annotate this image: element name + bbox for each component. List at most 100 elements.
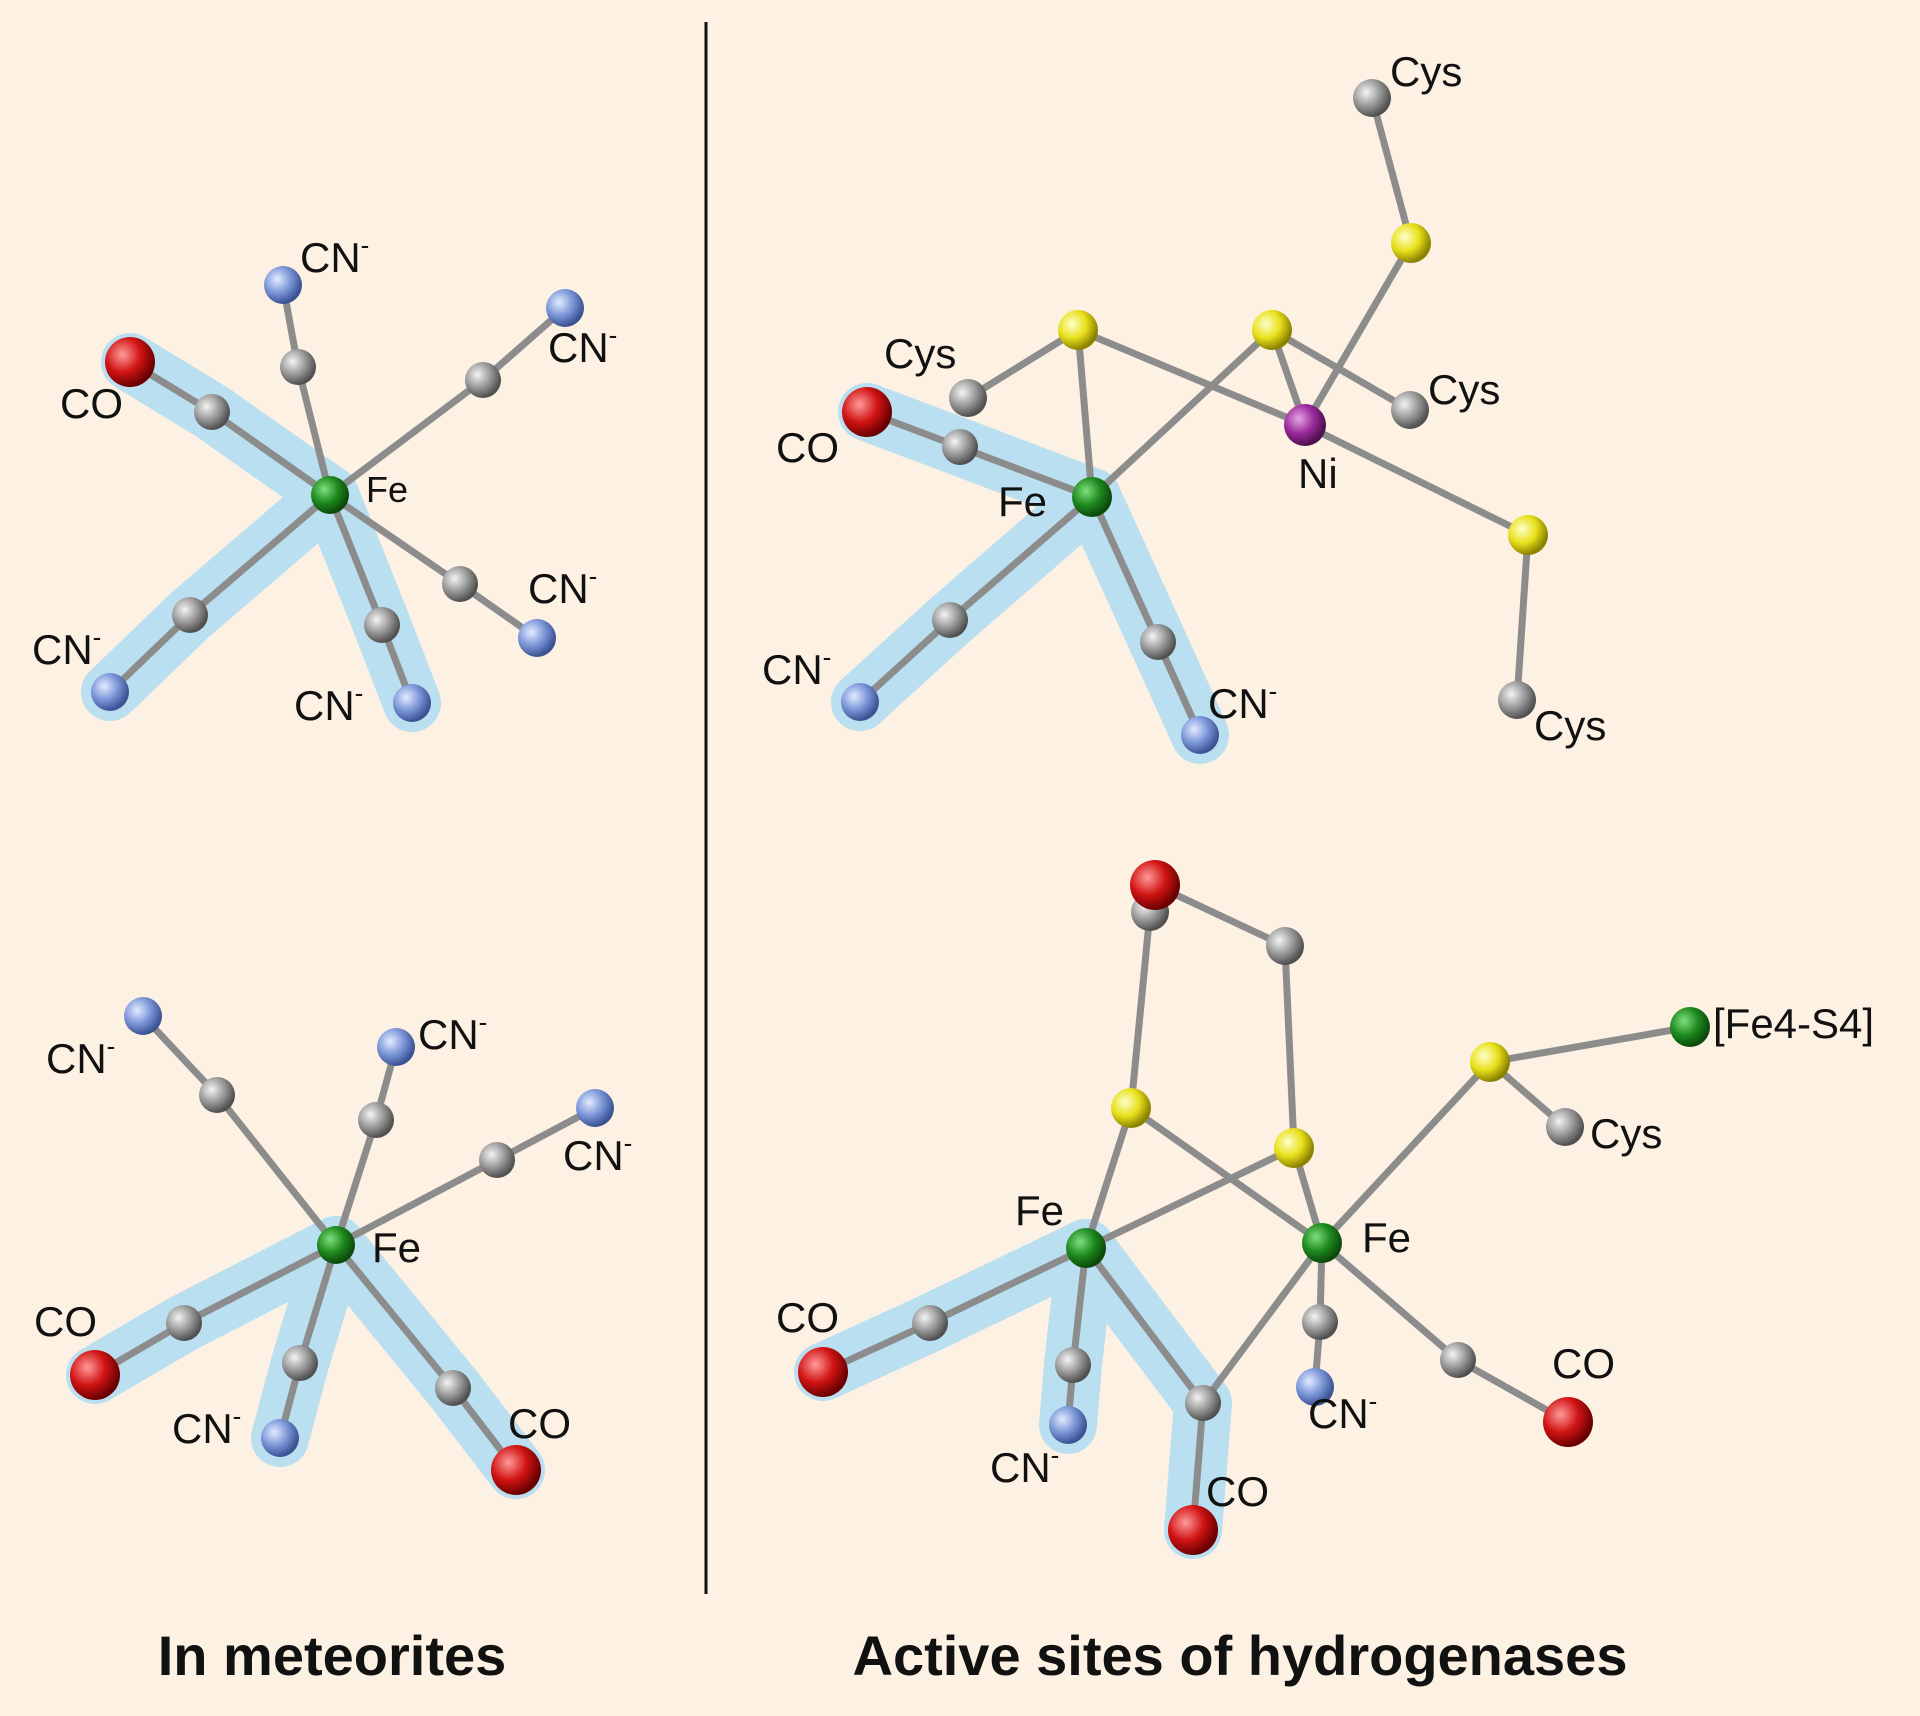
atom-c — [1266, 927, 1304, 965]
label-fe: Fe — [366, 469, 408, 510]
atom-o — [70, 1350, 120, 1400]
label-cn: CN- — [528, 561, 597, 612]
atom-n — [1049, 1406, 1087, 1444]
atom-s — [1111, 1088, 1151, 1128]
atom-fe — [1670, 1007, 1710, 1047]
atom-c — [912, 1305, 948, 1341]
atoms — [70, 79, 1710, 1555]
atom-c — [1546, 1108, 1584, 1146]
atom-c — [1055, 1347, 1091, 1383]
atom-c — [1140, 624, 1176, 660]
atom-n — [1296, 1368, 1334, 1406]
atom-c — [1302, 1304, 1338, 1340]
label-cn: CN- — [300, 230, 369, 281]
label-co: CO — [1552, 1340, 1615, 1387]
atom-c — [282, 1345, 318, 1381]
atom-s — [1252, 310, 1292, 350]
highlight-halos — [66, 333, 1232, 1559]
label-cn: CN- — [46, 1031, 115, 1082]
atom-c — [364, 607, 400, 643]
atom-fe — [1066, 1228, 1106, 1268]
atom-c — [1185, 1385, 1221, 1421]
atom-c — [465, 362, 501, 398]
label-cn: CN- — [1208, 676, 1277, 727]
label-cn: CN- — [418, 1007, 487, 1058]
label-co: CO — [1206, 1468, 1269, 1515]
label-cn: CN- — [294, 678, 363, 729]
atom-c — [199, 1077, 235, 1113]
label-co: CO — [34, 1298, 97, 1345]
caption-left: In meteorites — [158, 1624, 507, 1687]
atom-o — [842, 387, 892, 437]
atom-n — [264, 266, 302, 304]
caption-right: Active sites of hydrogenases — [853, 1624, 1628, 1687]
atom-c — [942, 429, 978, 465]
label-co: CO — [508, 1400, 571, 1447]
label-cn: CN- — [762, 642, 831, 693]
label-fe: Fe — [1362, 1214, 1411, 1261]
atom-c — [435, 1370, 471, 1406]
label-fe: Fe — [998, 478, 1047, 525]
atom-s — [1508, 515, 1548, 555]
label-cys: Cys — [1390, 48, 1462, 95]
atom-s — [1058, 310, 1098, 350]
label-co: CO — [776, 424, 839, 471]
label-cn: CN- — [1308, 1386, 1377, 1437]
label-cys: Cys — [1428, 366, 1500, 413]
atom-c — [1353, 79, 1391, 117]
atom-n — [518, 619, 556, 657]
label-cys: Cys — [1534, 702, 1606, 749]
atom-o — [798, 1347, 848, 1397]
atom-c — [166, 1305, 202, 1341]
atom-n — [261, 1419, 299, 1457]
atom-c — [932, 602, 968, 638]
label-cys: Cys — [1590, 1110, 1662, 1157]
label-fe: Fe — [1015, 1187, 1064, 1234]
atom-c — [1498, 681, 1536, 719]
atom-fe — [317, 1226, 355, 1264]
label-co: CO — [60, 380, 123, 427]
atom-n — [377, 1028, 415, 1066]
atom-c — [442, 566, 478, 602]
label-cn: CN- — [172, 1401, 241, 1452]
label-cn: CN- — [32, 622, 101, 673]
atom-c — [1391, 391, 1429, 429]
atom-o — [105, 337, 155, 387]
label-ni: Ni — [1298, 450, 1338, 497]
label-cys: Cys — [884, 330, 956, 377]
label-fe4s4-cluster: [Fe4-S4] — [1713, 1000, 1874, 1047]
atom-o — [1543, 1397, 1593, 1447]
atom-c — [172, 597, 208, 633]
atom-n — [576, 1089, 614, 1127]
atom-n — [546, 289, 584, 327]
atom-c — [194, 394, 230, 430]
atom-c — [280, 349, 316, 385]
atom-n — [1181, 716, 1219, 754]
atom-o — [1168, 1505, 1218, 1555]
label-cn: CN- — [548, 320, 617, 371]
atom-n — [124, 997, 162, 1035]
atom-fe — [311, 476, 349, 514]
atom-n — [393, 684, 431, 722]
atom-n — [91, 673, 129, 711]
atom-c — [479, 1142, 515, 1178]
atom-o — [491, 1445, 541, 1495]
label-fe: Fe — [372, 1224, 421, 1271]
atom-c — [949, 379, 987, 417]
atom-c — [1440, 1342, 1476, 1378]
label-cn: CN- — [990, 1440, 1059, 1491]
atom-ni — [1284, 404, 1326, 446]
atom-s — [1470, 1042, 1510, 1082]
atom-c — [358, 1102, 394, 1138]
label-co: CO — [776, 1294, 839, 1341]
atom-labels: Fe CO CN- CN- CN- CN- CN- Fe CN- CN- CN-… — [32, 48, 1874, 1515]
atom-s — [1391, 223, 1431, 263]
atom-n — [841, 683, 879, 721]
atom-fe — [1302, 1223, 1342, 1263]
atom-s — [1274, 1128, 1314, 1168]
atom-fe — [1072, 477, 1112, 517]
label-cn: CN- — [563, 1128, 632, 1179]
atom-o — [1130, 860, 1180, 910]
